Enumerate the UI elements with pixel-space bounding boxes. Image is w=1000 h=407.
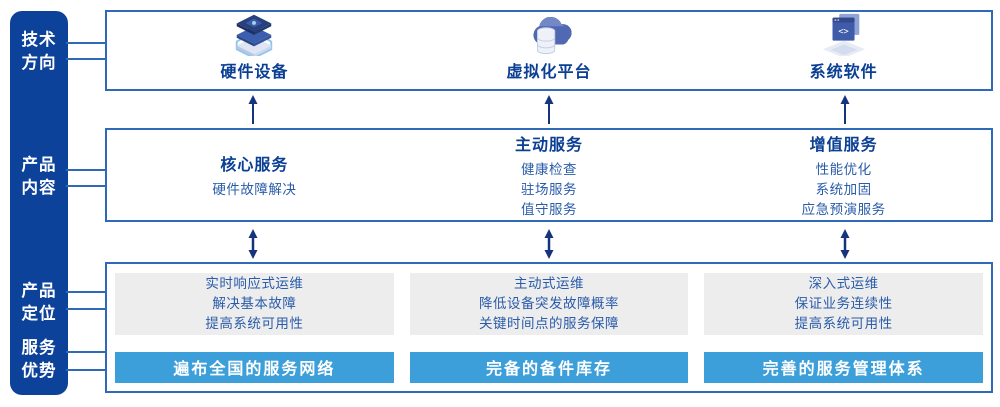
double-arrow-icon — [105, 228, 401, 260]
up-arrow-icon — [105, 94, 401, 126]
connector-line — [66, 351, 107, 353]
service-column-core: 核心服务 硬件故障解决 — [107, 130, 402, 220]
positioning-column-3: 深入式运维 保证业务连续性 提高系统可用性 完善的服务管理体系 — [704, 273, 984, 383]
service-item: 驻场服务 — [521, 181, 577, 197]
positioning-card-1: 实时响应式运维 解决基本故障 提高系统可用性 — [115, 273, 394, 335]
sidebar-label-product-content: 产品 内容 — [21, 156, 57, 197]
advantage-bar-3: 完善的服务管理体系 — [704, 351, 984, 383]
positioning-column-1: 实时响应式运维 解决基本故障 提高系统可用性 遍布全国的服务网络 — [115, 273, 394, 383]
tech-item-label: 系统软件 — [809, 64, 878, 81]
connector-line — [66, 169, 107, 171]
sidebar-label-tech-direction: 技术 方向 — [21, 31, 57, 72]
up-arrow-icon — [401, 94, 697, 126]
positioning-line: 降低设备突发故障概率 — [479, 295, 619, 311]
arrow-row-double — [105, 228, 993, 260]
server-stack-icon — [225, 10, 283, 56]
connector-line — [66, 58, 107, 60]
sidebar: 技术 方向 产品 内容 产品 定位 服务 优势 — [10, 11, 68, 395]
service-item: 值守服务 — [521, 201, 577, 217]
positioning-line: 保证业务连续性 — [794, 295, 893, 311]
connector-line — [66, 308, 107, 310]
svg-text:<>: <> — [838, 27, 848, 37]
service-item: 健康检查 — [521, 161, 577, 177]
positioning-line: 关键时间点的服务保障 — [479, 315, 619, 331]
service-column-value-added: 增值服务 性能优化 系统加固 应急预演服务 — [696, 130, 991, 220]
product-positioning-box: 实时响应式运维 解决基本故障 提高系统可用性 遍布全国的服务网络 主动式运维 降… — [105, 262, 993, 393]
service-item: 应急预演服务 — [801, 201, 886, 217]
positioning-line: 主动式运维 — [514, 275, 584, 291]
service-item: 系统加固 — [815, 181, 872, 197]
advantage-bar-1: 遍布全国的服务网络 — [115, 351, 394, 383]
product-content-box: 核心服务 硬件故障解决 主动服务 健康检查 驻场服务 值守服务 增值服务 性能优… — [105, 128, 993, 222]
positioning-card-2: 主动式运维 降低设备突发故障概率 关键时间点的服务保障 — [409, 273, 689, 335]
positioning-card-3: 深入式运维 保证业务连续性 提高系统可用性 — [704, 273, 984, 335]
tech-item-software: <> 系统软件 — [696, 12, 991, 89]
cloud-database-icon — [520, 10, 578, 56]
arrow-row-up — [105, 94, 993, 126]
service-heading: 核心服务 — [220, 156, 289, 174]
tech-item-label: 硬件设备 — [220, 64, 289, 81]
tech-item-virtualization: 虚拟化平台 — [402, 12, 697, 89]
connector-line — [66, 291, 107, 293]
sidebar-label-product-positioning: 产品 定位 — [21, 282, 57, 323]
tech-item-hardware: 硬件设备 — [107, 12, 402, 89]
service-item: 硬件故障解决 — [212, 181, 297, 197]
positioning-line: 实时响应式运维 — [205, 275, 304, 291]
connector-line — [66, 185, 107, 187]
service-column-proactive: 主动服务 健康检查 驻场服务 值守服务 — [402, 130, 697, 220]
double-arrow-icon — [401, 228, 697, 260]
positioning-line: 深入式运维 — [808, 275, 879, 291]
positioning-line: 提高系统可用性 — [794, 315, 893, 331]
up-arrow-icon — [697, 94, 993, 126]
service-item: 性能优化 — [815, 161, 872, 177]
tech-direction-box: 硬件设备 虚拟化平台 — [105, 10, 993, 91]
code-window-icon: <> — [815, 10, 873, 56]
connector-line — [66, 369, 107, 371]
connector-line — [66, 42, 107, 44]
advantage-bar-2: 完备的备件库存 — [409, 351, 689, 383]
sidebar-label-service-advantage: 服务 优势 — [21, 339, 57, 380]
double-arrow-icon — [697, 228, 993, 260]
positioning-line: 解决基本故障 — [212, 295, 297, 311]
service-heading: 主动服务 — [515, 136, 584, 154]
service-heading: 增值服务 — [809, 136, 878, 154]
tech-item-label: 虚拟化平台 — [506, 64, 592, 81]
positioning-line: 提高系统可用性 — [205, 315, 304, 331]
positioning-column-2: 主动式运维 降低设备突发故障概率 关键时间点的服务保障 完备的备件库存 — [409, 273, 689, 383]
